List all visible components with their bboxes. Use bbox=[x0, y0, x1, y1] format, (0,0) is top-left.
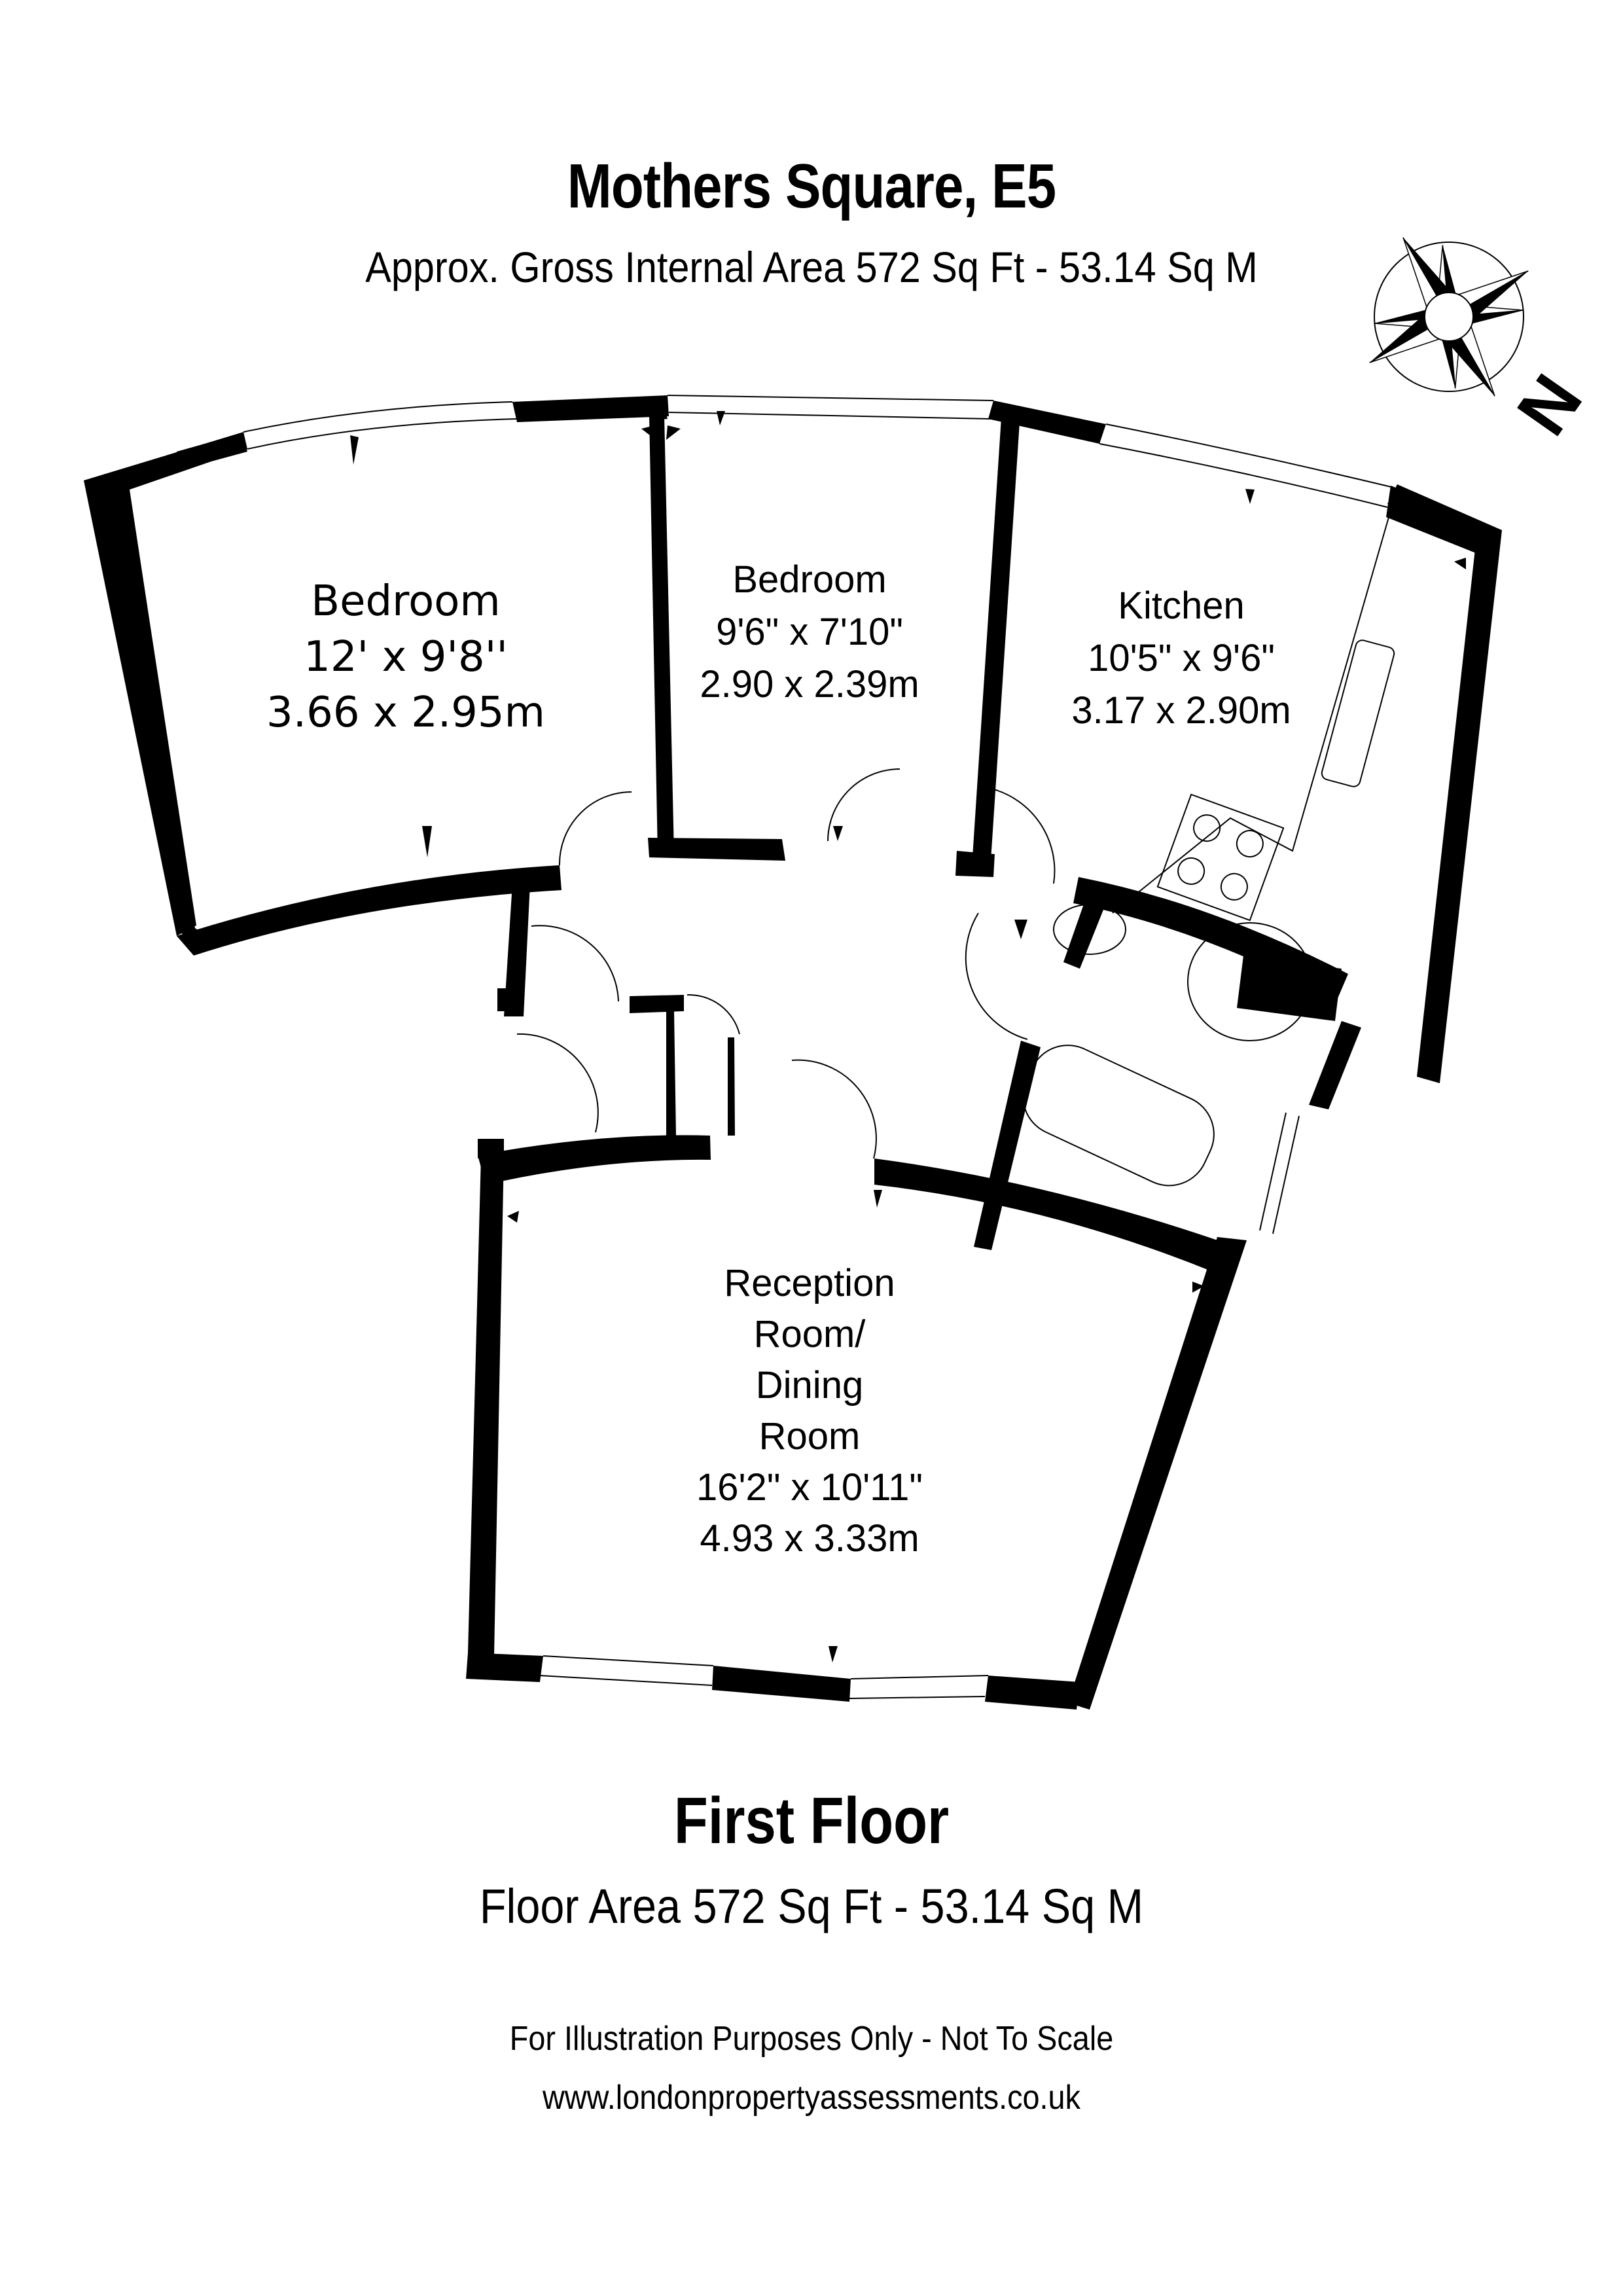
dimension-markers bbox=[103, 411, 1466, 1662]
room-name-line: Dining bbox=[756, 1364, 863, 1407]
bath-icon bbox=[1022, 1045, 1215, 1187]
room-metric: 4.93 x 3.33m bbox=[700, 1517, 919, 1560]
room-imperial: 9'6" x 7'10" bbox=[716, 611, 903, 653]
floor-area: Floor Area 572 Sq Ft - 53.14 Sq M bbox=[479, 1879, 1144, 1933]
page-title: Mothers Square, E5 bbox=[567, 151, 1056, 221]
basin-icon bbox=[1053, 904, 1126, 955]
kitchen-units bbox=[1022, 510, 1395, 1187]
doors bbox=[516, 768, 1056, 1159]
north-label: N bbox=[1502, 361, 1597, 450]
gross-area-subtitle: Approx. Gross Internal Area 572 Sq Ft - … bbox=[365, 243, 1258, 291]
website-link[interactable]: www.londonpropertyassessments.co.uk bbox=[542, 2079, 1080, 2117]
room-kitchen: Kitchen 10'5" x 9'6" 3.17 x 2.90m bbox=[1071, 584, 1291, 732]
room-reception: Reception Room/ Dining Room 16'2" x 10'1… bbox=[696, 1262, 923, 1560]
room-name: Bedroom bbox=[311, 577, 500, 626]
floor-title: First Floor bbox=[673, 1784, 950, 1857]
room-imperial: 10'5" x 9'6" bbox=[1088, 637, 1275, 679]
hob-icon bbox=[1156, 793, 1285, 922]
room-name: Kitchen bbox=[1118, 584, 1244, 627]
room-name: Bedroom bbox=[732, 558, 886, 601]
room-name-line: Room/ bbox=[754, 1313, 866, 1355]
toilet-icon bbox=[1187, 922, 1313, 1041]
room-metric: 3.17 x 2.90m bbox=[1071, 689, 1291, 732]
room-name-line: Room bbox=[759, 1415, 861, 1458]
compass-rose-icon bbox=[1369, 237, 1529, 397]
room-metric: 3.66 x 2.95m bbox=[266, 689, 545, 737]
room-imperial: 12' x 9'8'' bbox=[304, 633, 508, 681]
room-imperial: 16'2" x 10'11" bbox=[696, 1466, 923, 1509]
room-name-line: Reception bbox=[724, 1262, 895, 1304]
sink-icon bbox=[1321, 639, 1395, 787]
disclaimer-text: For Illustration Purposes Only - Not To … bbox=[509, 2020, 1114, 2058]
windows bbox=[243, 395, 1395, 1699]
room-bedroom-1: Bedroom 12' x 9'8'' 3.66 x 2.95m bbox=[266, 577, 545, 737]
room-metric: 2.90 x 2.39m bbox=[700, 663, 919, 706]
room-bedroom-2: Bedroom 9'6" x 7'10" 2.90 x 2.39m bbox=[700, 558, 919, 706]
walls bbox=[84, 395, 1502, 1710]
